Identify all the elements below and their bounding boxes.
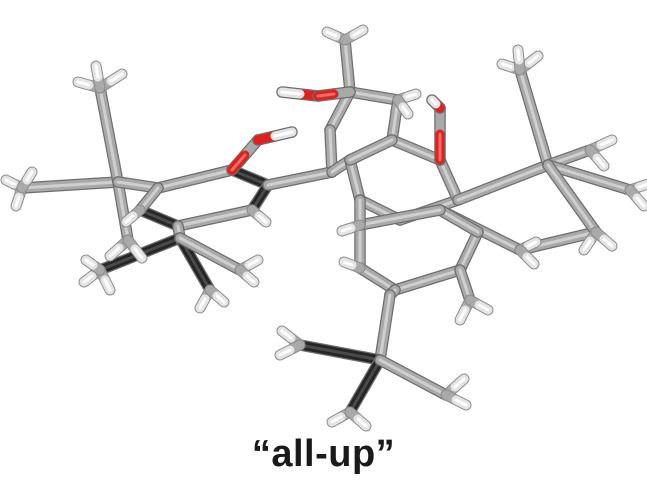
bond-r2a-r2b-highlight — [348, 158, 362, 202]
bond-r1c-m2-highlight — [266, 170, 334, 187]
h-bond-cBL3-14-h-highlight — [245, 274, 256, 284]
h-bond-cBL2-11-h-highlight — [198, 297, 207, 310]
bond-qL-r1a-highlight — [116, 180, 160, 190]
conformation-caption: “all-up” — [251, 433, 396, 475]
bond-r2e-r2f-highlight — [390, 138, 442, 162]
bond-qR-cR4-highlight — [546, 163, 598, 234]
bond-r1b-oL-o-highlight — [230, 153, 247, 172]
bond-qB-cB3-highlight — [378, 358, 448, 397]
h-bond-cL2-4-h-highlight — [109, 72, 124, 83]
h-bond-cR1-19-h-highlight — [500, 62, 513, 69]
h-bond-cB3-32-h-highlight — [453, 377, 466, 389]
bond-cB4-qB-highlight — [378, 293, 392, 362]
bond-qR-cR1-highlight — [518, 68, 550, 167]
stick-model-3d — [0, 24, 647, 432]
h-bond-cTop2-16-h-highlight — [352, 28, 365, 37]
h-bond-cB1-28-h-highlight — [280, 329, 293, 340]
bond-r3c-r3d-highlight — [393, 268, 462, 292]
h-bond-cL3-6-h-highlight — [108, 246, 121, 258]
h-bond-cL2-3-h-highlight — [76, 80, 91, 87]
bond-r1d-r1e-highlight — [176, 208, 254, 228]
bond-cTop-cTop2-highlight — [343, 38, 352, 94]
bond-r2d-qR-highlight — [456, 163, 550, 202]
h-bond-cBL1-9-h-highlight — [103, 278, 112, 292]
bond-m1-m2-highlight — [328, 128, 334, 174]
h-bond-cL1-1-h-highlight — [14, 195, 21, 208]
bond-oR-hOR-h-highlight — [430, 98, 438, 106]
bond-cTop-cTop3-highlight — [348, 90, 400, 102]
bond-m1-cTop-highlight — [328, 90, 352, 132]
h-bond-cL2-5-h-highlight — [94, 64, 100, 79]
h-bond-cB2-31-h-highlight — [356, 417, 368, 428]
h-bond-cR4-27-h-highlight — [602, 237, 614, 248]
bond-r3e-r3f-highlight — [438, 208, 480, 234]
bond-qL-cL1-highlight — [20, 180, 120, 190]
bond-qBL-cBL3-highlight — [178, 236, 242, 272]
h-bond-cR4-26-h-highlight — [582, 239, 592, 252]
h-bond-r3a-35-h-highlight — [340, 226, 353, 233]
bond-qL-cL3-highlight — [116, 180, 130, 242]
h-bond-r1f-40-h-highlight — [124, 214, 135, 224]
bond-r3d-r3e-highlight — [458, 230, 480, 272]
bond-oL-hOL-h-highlight — [273, 130, 294, 138]
h-bond-cBL1-8-h-highlight — [82, 274, 94, 284]
bond-layer-front — [0, 24, 647, 432]
h-bond-cR1-20-h-highlight — [527, 54, 540, 65]
bond-qB-cB2-highlight — [348, 358, 382, 414]
h-bond-cBL3-13-h-highlight — [247, 258, 260, 267]
h-bond-cTop3-17-h-highlight — [405, 92, 418, 99]
bond-r3f-r3a-highlight — [358, 208, 442, 227]
h-bond-cL1-2-h-highlight — [25, 170, 34, 182]
bond-r1e-r1f-highlight — [138, 208, 180, 228]
h-bond-cTop2-15-h-highlight — [325, 30, 338, 38]
bond-r2d-r2e-highlight — [438, 158, 460, 202]
h-bond-cB1-29-h-highlight — [278, 348, 292, 357]
bond-r2f-r2a-highlight — [348, 138, 394, 162]
h-bond-r3b-34-h-highlight — [342, 260, 354, 267]
h-bond-cR1-21-h-highlight — [516, 48, 521, 62]
bond-oT-hOT-h-highlight — [280, 90, 302, 96]
bond-qL-cL2-highlight — [98, 86, 120, 184]
bond-r1a-r1b-highlight — [156, 168, 234, 190]
h-bond-cBL1-10-h-highlight — [84, 258, 95, 267]
h-bond-cL3-7-h-highlight — [133, 247, 144, 260]
bond-r1b-r1c-highlight — [230, 168, 270, 187]
h-bond-m3-36-h-highlight — [458, 308, 467, 322]
bond-qR-cR3-highlight — [546, 163, 632, 192]
h-bond-m4-38-h-highlight — [526, 240, 538, 248]
h-bond-cR3-25-h-highlight — [635, 196, 646, 208]
h-bond-cL1-0-h-highlight — [4, 178, 16, 186]
h-bond-m3-37-h-highlight — [477, 303, 490, 312]
h-bond-cB2-30-h-highlight — [330, 415, 343, 424]
h-bond-cB3-33-h-highlight — [454, 398, 468, 407]
h-bond-cBL2-12-h-highlight — [215, 294, 226, 304]
h-bond-r1d-41-h-highlight — [257, 214, 268, 224]
h-bond-cR2-22-h-highlight — [599, 138, 614, 147]
bond-r3b-r3c-highlight — [358, 266, 397, 292]
h-bond-m4-39-h-highlight — [525, 255, 536, 266]
h-bond-cTop3-18-h-highlight — [401, 105, 410, 116]
bond-qB-cB1-highlight — [298, 343, 382, 362]
bond-oT-cTop-o-highlight — [316, 92, 336, 98]
h-bond-cR2-23-h-highlight — [595, 156, 606, 168]
